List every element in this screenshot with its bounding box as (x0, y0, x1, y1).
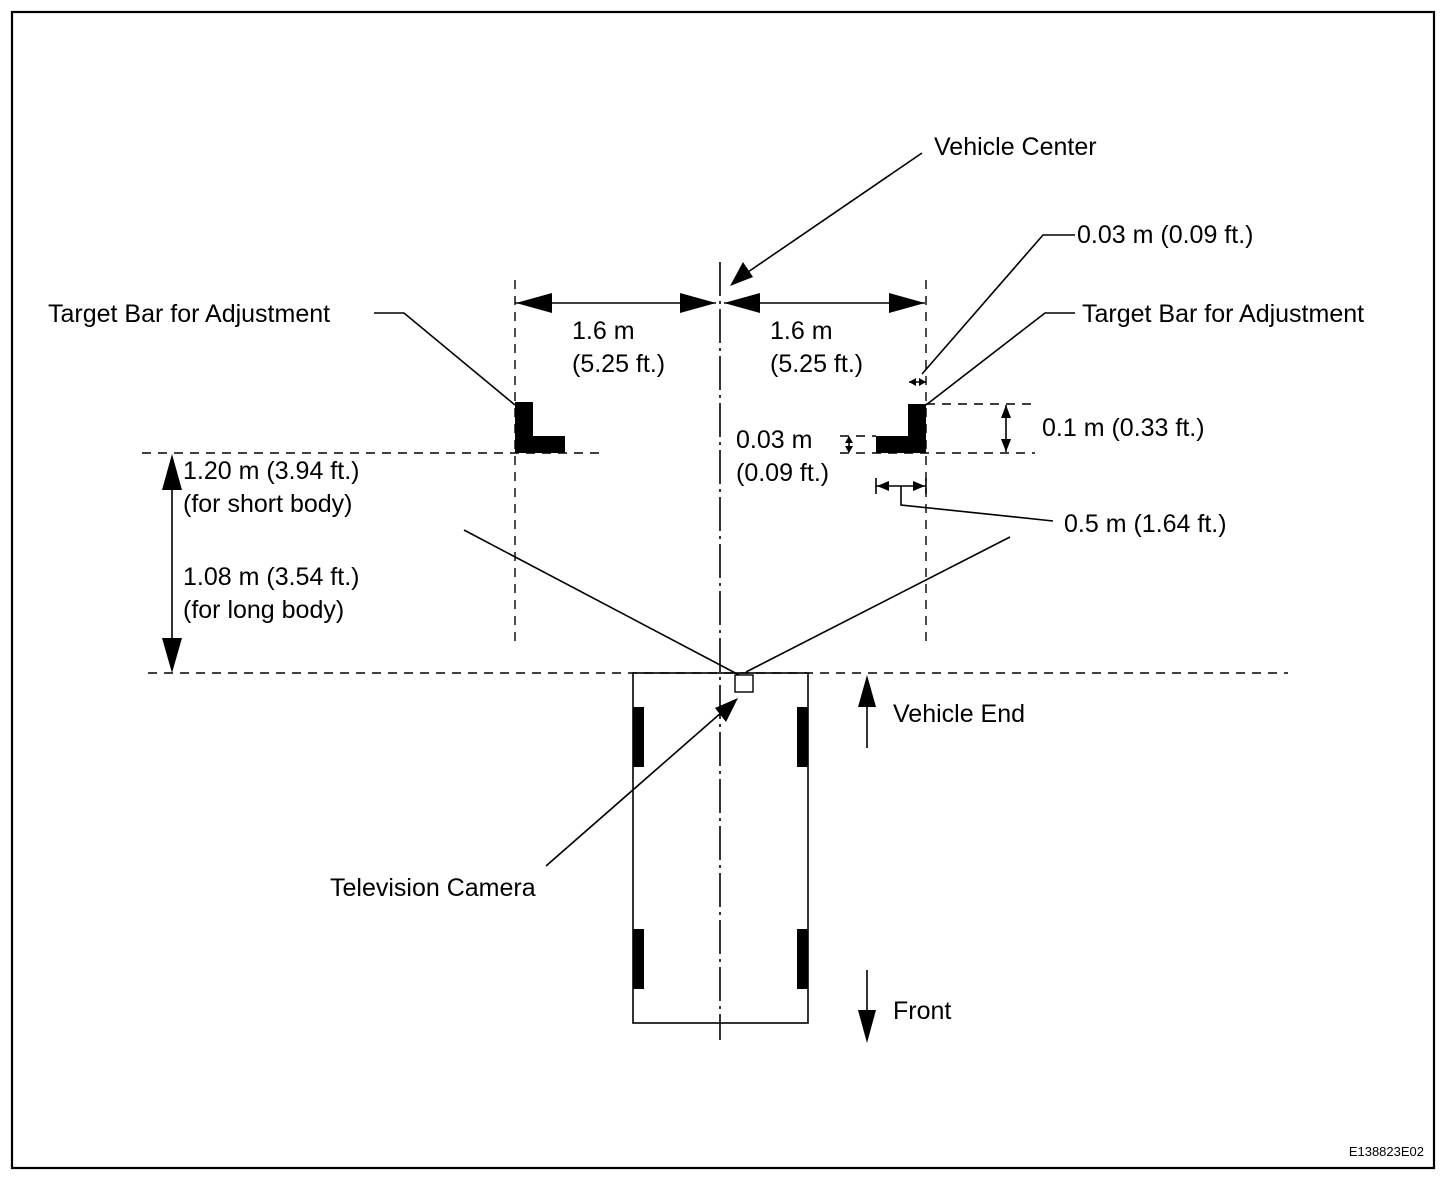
arrowhead (516, 293, 552, 313)
vehicle-end-label: Vehicle End (893, 700, 1025, 728)
arrowhead (730, 262, 753, 286)
bar-height-label: 0.1 m (0.33 ft.) (1042, 414, 1205, 442)
arrowhead (889, 293, 925, 313)
right-target-bar-leader (925, 312, 1075, 406)
television-camera-icon (734, 674, 754, 693)
thickness-side-m-label: 0.03 m (736, 426, 812, 454)
camera-view-line-right (745, 536, 1011, 673)
arrowhead (1001, 405, 1011, 418)
wheel-rear-left (633, 707, 644, 767)
figure-code: E138823E02 (1349, 1144, 1424, 1159)
arrowhead (162, 638, 182, 673)
vehicle-body (632, 672, 809, 1024)
front-arrow-icon (858, 1010, 876, 1043)
short-body-distance-label: 1.20 m (3.94 ft.) (183, 457, 359, 485)
arrowhead (919, 378, 926, 386)
figure-border (10, 10, 1436, 1170)
camera-view-line-left (463, 529, 742, 677)
wheel-front-right (797, 929, 808, 989)
left-target-bar-leader (374, 312, 516, 406)
target-bar-right-label: Target Bar for Adjustment (1082, 300, 1364, 328)
short-body-note-label: (for short body) (183, 490, 353, 518)
thickness-top-leader (921, 234, 1075, 375)
target-bar-left-label: Target Bar for Adjustment (48, 300, 330, 328)
wheel-rear-right (797, 707, 808, 767)
arrowhead (845, 446, 853, 453)
arrowhead (909, 378, 916, 386)
dist-left-ft-label: (5.25 ft.) (572, 350, 665, 378)
arrowhead (1001, 439, 1011, 452)
television-camera-label: Television Camera (330, 874, 536, 902)
thickness-top-label: 0.03 m (0.09 ft.) (1077, 221, 1253, 249)
long-body-distance-label: 1.08 m (3.54 ft.) (183, 563, 359, 591)
arrowhead (913, 481, 925, 491)
long-body-note-label: (for long body) (183, 596, 344, 624)
arrowhead (877, 481, 889, 491)
dist-right-m-label: 1.6 m (770, 317, 833, 345)
television-camera-leader (545, 711, 723, 867)
bar-length-label: 0.5 m (1.64 ft.) (1064, 510, 1227, 538)
vehicle-center-leader (747, 152, 923, 273)
arrowhead (724, 293, 760, 313)
thickness-side-ft-label: (0.09 ft.) (736, 459, 829, 487)
vehicle-center-label: Vehicle Center (934, 133, 1097, 161)
wheel-front-left (633, 929, 644, 989)
dist-left-m-label: 1.6 m (572, 317, 635, 345)
bar-length-leader (900, 486, 1054, 522)
left-target-bar (515, 402, 565, 453)
vehicle-end-arrow-icon (858, 675, 876, 707)
arrowhead (715, 698, 738, 722)
dist-right-ft-label: (5.25 ft.) (770, 350, 863, 378)
arrowhead (162, 454, 182, 490)
arrowhead (680, 293, 716, 313)
right-target-bar (876, 404, 926, 453)
front-label: Front (893, 997, 951, 1025)
arrowhead (845, 436, 853, 443)
